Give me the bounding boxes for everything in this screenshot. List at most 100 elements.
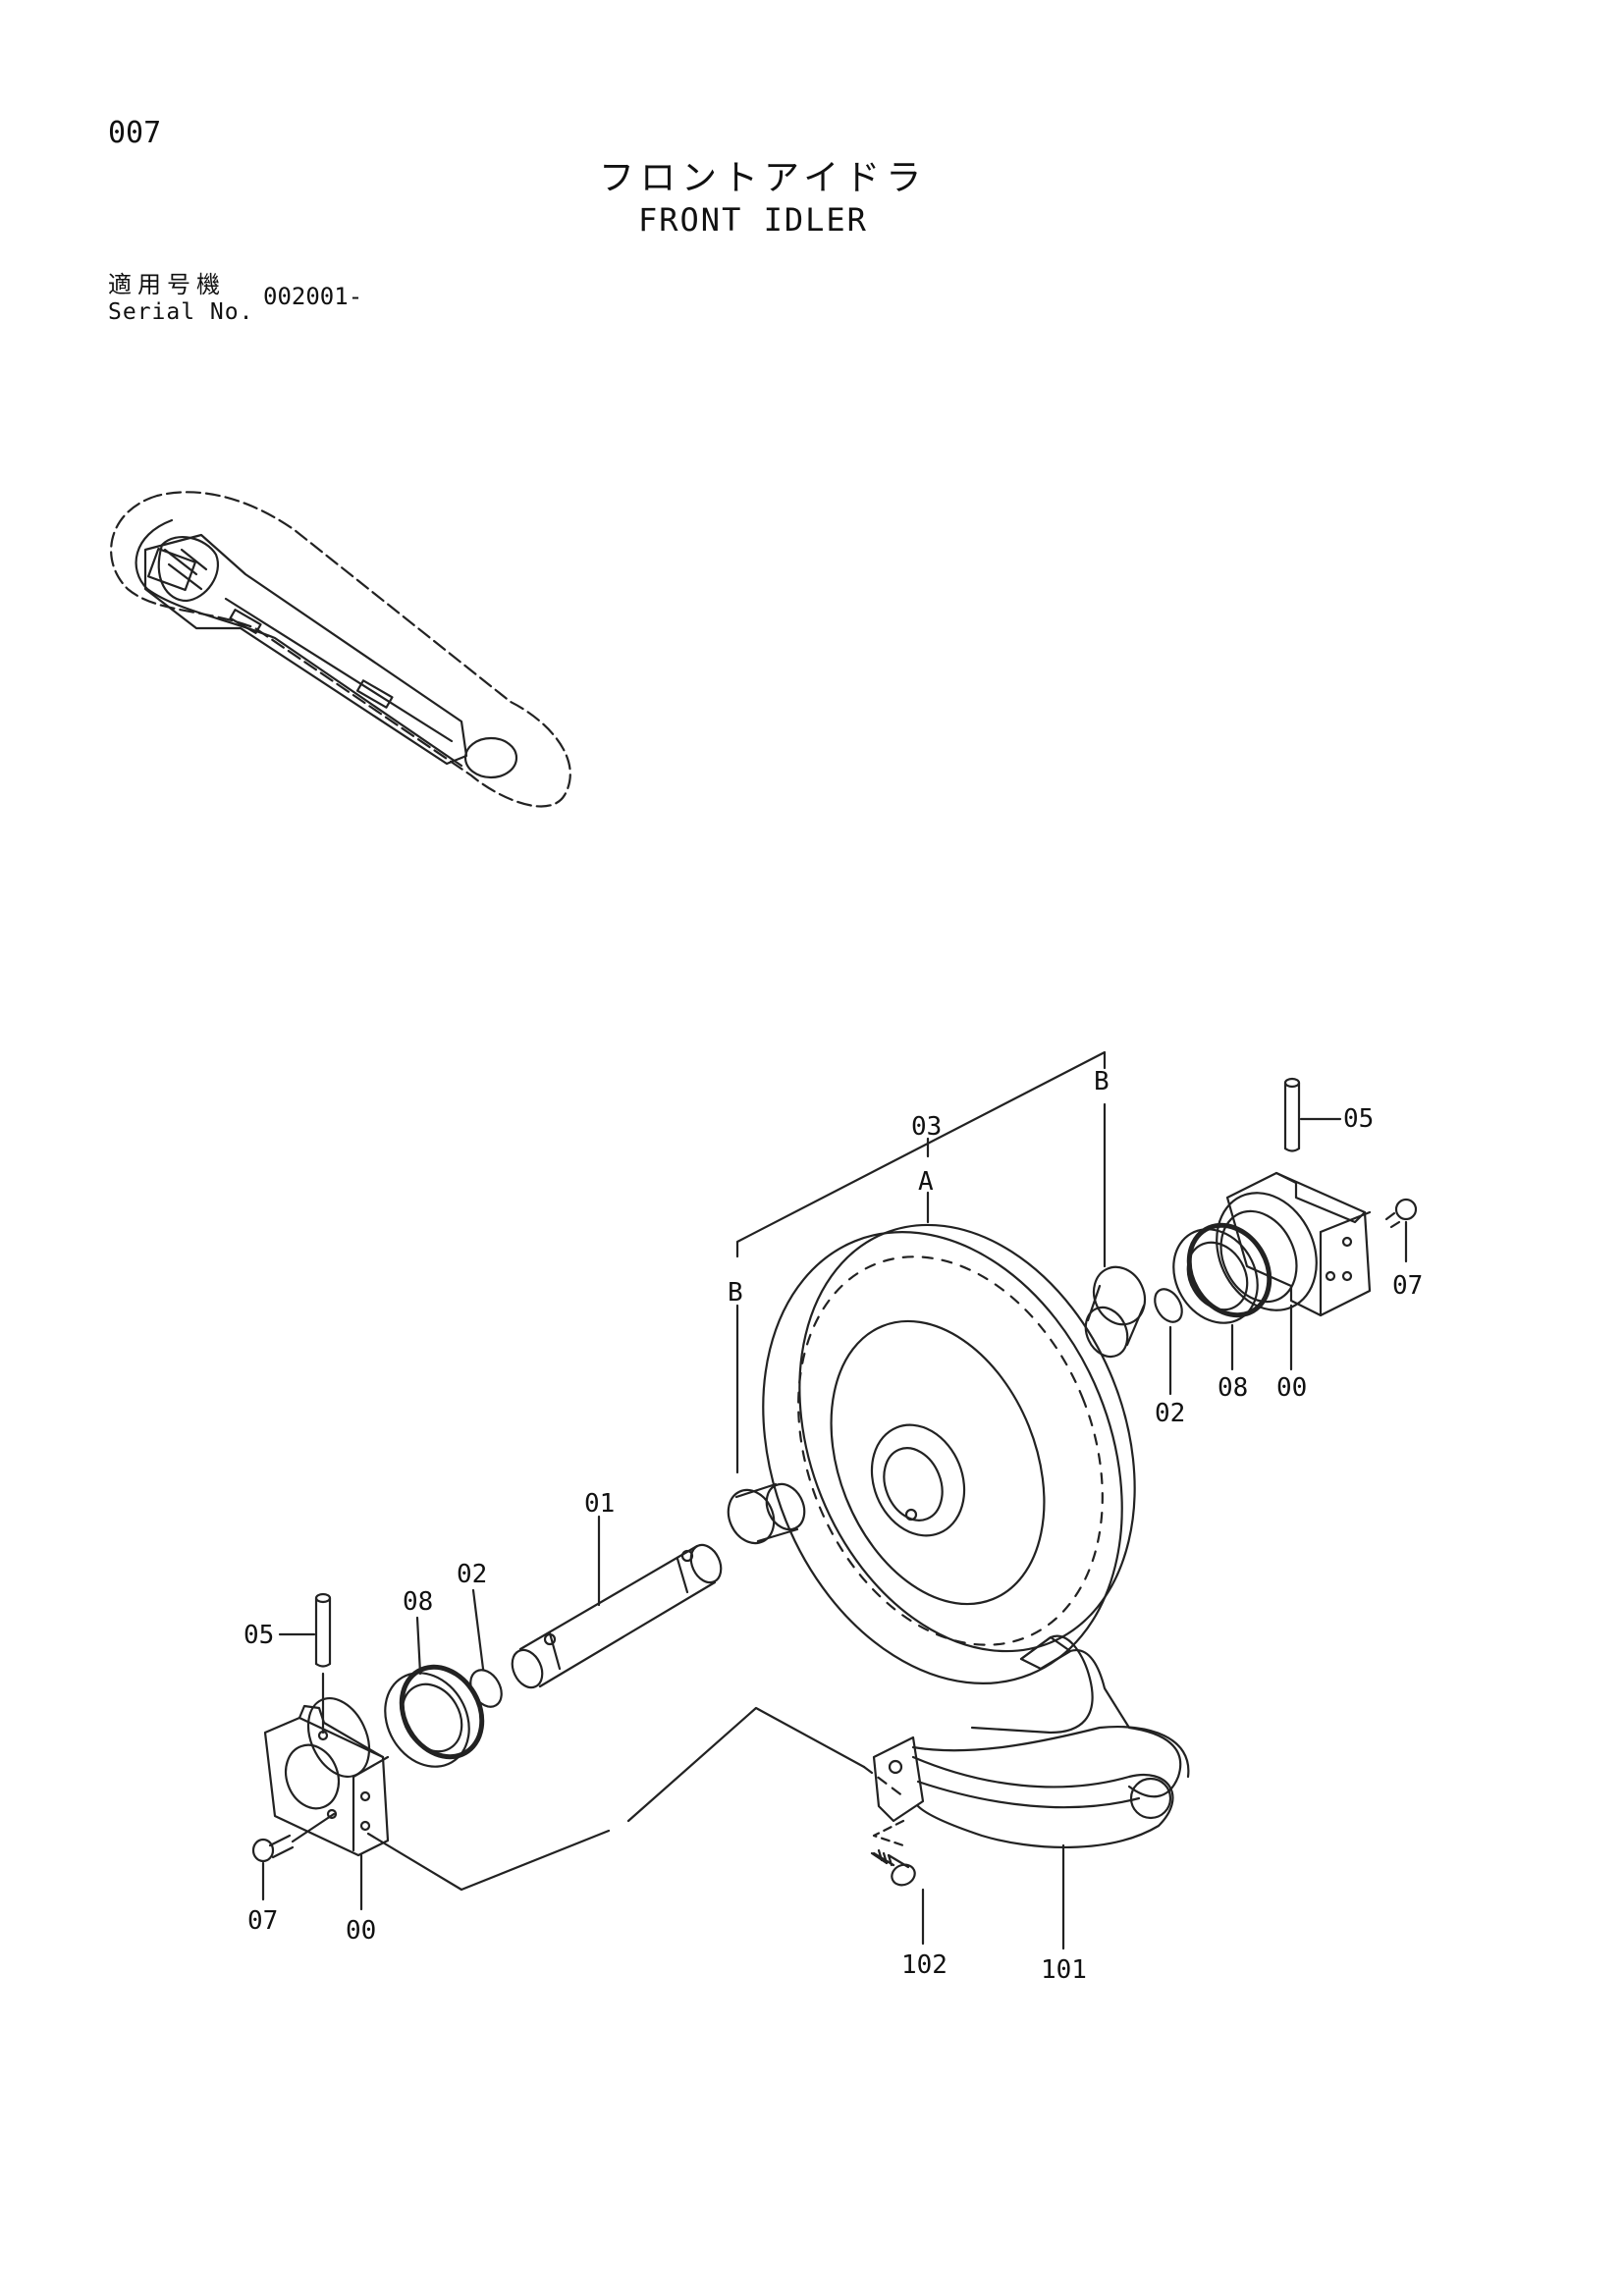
o-ring-right [1154, 1288, 1183, 1323]
idler-outer-rim [762, 1231, 1123, 1684]
idler-hub-hole [904, 1508, 918, 1522]
bracket-mini [146, 547, 197, 592]
pin-right [1283, 1077, 1342, 1152]
idler-groove-1 [797, 1255, 1104, 1646]
assembly-line-bracket [862, 1765, 905, 1798]
plug-right [1384, 1198, 1418, 1263]
callout-03: 03 [911, 1112, 942, 1142]
serial-value: 002001- [263, 283, 363, 310]
block-right-hole-2 [1341, 1270, 1353, 1282]
pin-right-body [1283, 1081, 1301, 1150]
front-idler-mini [157, 536, 219, 603]
bushing-left-body [734, 1482, 799, 1543]
serial-label-english: Serial No. [108, 299, 254, 325]
pin-right-top [1283, 1077, 1301, 1089]
callout-a: A [918, 1167, 934, 1197]
serial-label-japanese: 適用号機 [108, 271, 226, 298]
yoke-lower-arm-inner [916, 1780, 1141, 1809]
idler-mark-lines [163, 548, 208, 591]
shaft-end-right [689, 1543, 723, 1584]
pin-right-bottom [1283, 1147, 1301, 1152]
track-frame-line [224, 597, 454, 743]
callout-05-right: 05 [1343, 1104, 1374, 1134]
plug-left-body [268, 1834, 295, 1859]
shaft-body [518, 1544, 717, 1688]
plug-left [251, 1812, 336, 1901]
leader-08-left [415, 1616, 422, 1676]
yoke-hub [1129, 1777, 1172, 1820]
callout-05-left: 05 [244, 1621, 274, 1650]
callout-02-left: 02 [457, 1560, 487, 1589]
block-right-bore-inner [1219, 1209, 1298, 1304]
bolt-102 [870, 1819, 925, 1946]
block-left-top [298, 1704, 385, 1759]
yoke-upper-arm-back [970, 1634, 1094, 1735]
seal-right-inner [1186, 1241, 1249, 1311]
plug-right-body [1384, 1211, 1401, 1229]
bearing-block-left [263, 1697, 390, 1911]
yoke-lower-arm [911, 1755, 1174, 1848]
title-english: FRONT IDLER [638, 201, 868, 239]
bushing-right-flange [1092, 1265, 1147, 1326]
bolt-thread [877, 1848, 893, 1867]
block-right-hole-1 [1341, 1236, 1353, 1248]
plug-left-head [251, 1838, 275, 1863]
block-left-hole-1 [359, 1790, 371, 1802]
callout-08-right: 08 [1218, 1373, 1248, 1403]
seal-left-outer [384, 1672, 470, 1768]
yoke-outer-curve [911, 1726, 1190, 1779]
block-right-top [1274, 1171, 1367, 1224]
pin-left-bottom [314, 1662, 332, 1668]
leader-02-left [471, 1588, 485, 1671]
bolt-guide-line [872, 1819, 905, 1847]
floating-seal-right [1172, 1222, 1272, 1324]
bushing-left-face [765, 1482, 806, 1531]
bracket-line-b [735, 1050, 1107, 1258]
bushing-right-body [1086, 1284, 1146, 1347]
seal-right-rim [1186, 1222, 1272, 1318]
page-number: 007 [108, 116, 162, 150]
pin-left-hole [317, 1730, 329, 1741]
pin-left [278, 1592, 332, 1741]
bushing-left-flange [727, 1488, 776, 1545]
callout-07-right: 07 [1392, 1271, 1423, 1301]
bearing-block-right [1216, 1171, 1372, 1317]
yoke-flange [872, 1735, 925, 1823]
callout-b-left: B [728, 1278, 743, 1308]
shaft-hole-right [680, 1549, 694, 1563]
block-left-hole-3 [326, 1808, 338, 1820]
idler-web [830, 1319, 1046, 1606]
shaft-01 [511, 1543, 723, 1689]
rear-sprocket-mini [463, 736, 518, 779]
block-right-face [1319, 1210, 1372, 1317]
pin-left-body [314, 1596, 332, 1666]
block-left-hole-2 [359, 1820, 371, 1832]
idler-hub-bore [883, 1447, 944, 1522]
floating-seal-left [384, 1664, 485, 1768]
pin-left-top [314, 1592, 332, 1604]
callout-02-right: 02 [1155, 1399, 1185, 1428]
callout-102: 102 [901, 1950, 947, 1980]
callout-00-right: 00 [1276, 1373, 1307, 1403]
shaft-hole-left [543, 1632, 557, 1646]
block-left-bore [284, 1743, 341, 1810]
front-idler-wheel [762, 1223, 1136, 1684]
yoke-upper-arm [1039, 1648, 1182, 1798]
track-overview-thumbnail [110, 491, 571, 808]
track-frame [143, 533, 468, 766]
assembly-line-center [626, 1706, 866, 1823]
bushing-left [727, 1482, 806, 1545]
callout-b-right: B [1094, 1067, 1110, 1096]
bushing-right-face [1084, 1306, 1129, 1359]
assembly-line-left [366, 1829, 611, 1892]
bushing-right [1084, 1265, 1147, 1359]
plug-right-head [1394, 1198, 1418, 1221]
shaft-step [548, 1557, 689, 1671]
idler-yoke-101 [872, 1634, 1190, 1950]
callout-01: 01 [584, 1489, 615, 1519]
seal-right-outer [1172, 1228, 1259, 1324]
yoke-flange-holes [888, 1759, 903, 1775]
idler-rim-back [798, 1223, 1136, 1653]
block-right-bore [1216, 1192, 1318, 1311]
